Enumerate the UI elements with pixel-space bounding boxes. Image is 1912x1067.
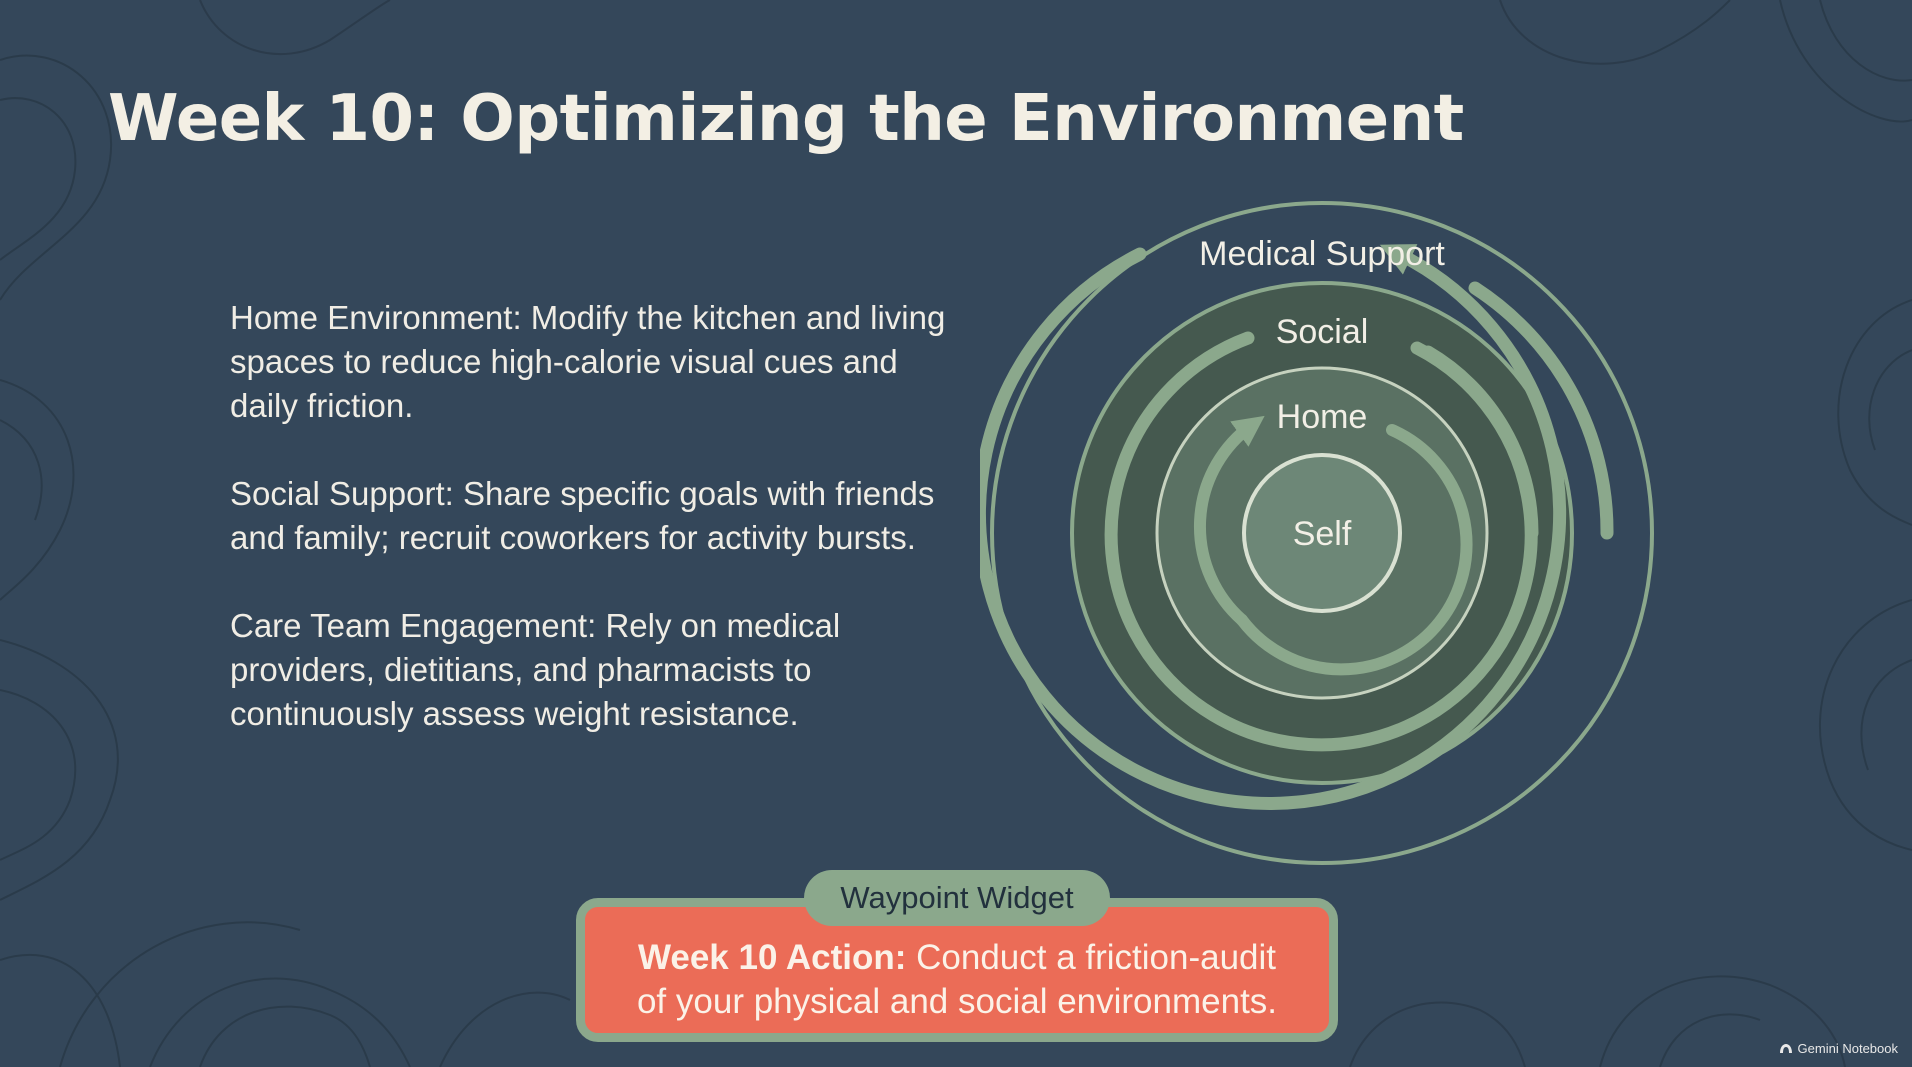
arc-home-right: [1236, 424, 1473, 676]
widget-action-text-wrap: Week 10 Action: Conduct a friction-audit…: [625, 936, 1289, 1024]
ring-label-social: Social: [1276, 313, 1369, 351]
bullet-social-support: Social Support: Share specific goals wit…: [230, 475, 935, 556]
brand-badge: Gemini Notebook: [1779, 1041, 1898, 1056]
ring-self-fill: [1242, 453, 1402, 613]
widget-action-text: Conduct a friction-audit of your physica…: [636, 938, 1278, 1021]
bullet-list: Home Environment: Modify the kitchen and…: [230, 296, 950, 780]
waypoint-widget: Week 10 Action: Conduct a friction-audit…: [576, 870, 1338, 1042]
widget-tab-label: Waypoint Widget: [804, 870, 1110, 926]
bullet-care-team: Care Team Engagement: Rely on medical pr…: [230, 607, 841, 732]
arc-home-left: [1193, 415, 1265, 626]
gemini-notebook-icon: [1779, 1044, 1792, 1053]
brand-label: Gemini Notebook: [1797, 1041, 1898, 1056]
ring-medical-outline: [990, 201, 1654, 865]
arc-medical-right: [1468, 281, 1614, 540]
ring-label-home: Home: [1277, 398, 1368, 436]
ring-label-medical-support: Medical Support: [1199, 235, 1445, 273]
ring-label-self: Self: [1293, 515, 1352, 553]
concentric-circles-diagram: Medical Support Social Home Self: [980, 201, 1654, 865]
page-title: Week 10: Optimizing the Environment: [108, 82, 1464, 156]
arc-social-right: [1421, 345, 1539, 540]
arc-medical-left: [980, 244, 1567, 810]
bullet-home-environment: Home Environment: Modify the kitchen and…: [230, 299, 946, 424]
widget-action-label: Week 10 Action:: [637, 938, 907, 977]
